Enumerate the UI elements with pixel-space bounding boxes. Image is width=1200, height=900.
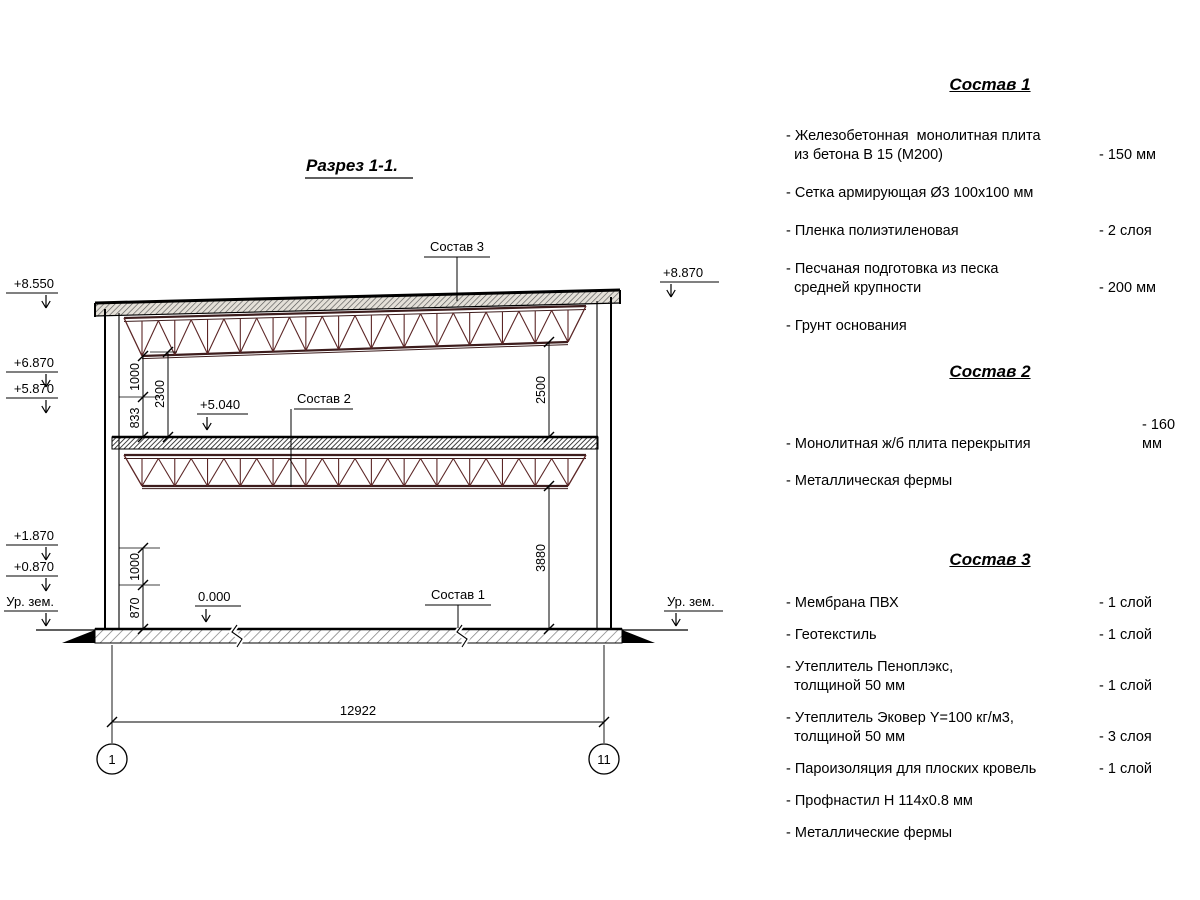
ground-level-right: Ур. зем.	[667, 594, 715, 609]
spec-item-name: - Мембрана ПВХ	[786, 595, 899, 611]
elevation-8870: +8.870	[663, 265, 703, 280]
spec-item-name: - Грунт основания	[786, 318, 907, 334]
roof	[94, 288, 621, 317]
dim-2500: 2500	[534, 336, 555, 443]
dim-1000-top-text: 1000	[128, 363, 142, 391]
level-5040-text: +5.040	[200, 397, 240, 412]
walls	[104, 297, 612, 630]
spec-item: - Грунт основания	[786, 317, 1194, 336]
elevation-8550: +8.550	[14, 276, 54, 291]
dim-1000-bottom-text: 1000	[128, 553, 142, 581]
axis-circle-1	[96, 743, 128, 775]
spec-item-value: - 160 мм	[1142, 417, 1176, 452]
axis-circle-11	[588, 743, 620, 775]
drawing-title: Разрез 1-1.	[305, 156, 413, 179]
elevation-marks-right: +8.870 Ур. зем.	[660, 265, 723, 627]
label-sostav-1-text: Состав 1	[431, 587, 485, 602]
roof-truss	[123, 304, 587, 360]
level-mark-0000: 0.000	[195, 589, 241, 623]
spec-item: - Пароизоляция для плоских кровель - 1 с…	[786, 760, 1194, 779]
spec-item: - Монолитная ж/б плита перекрытия - 160 …	[786, 416, 1194, 454]
spec-item-value: - 1 слой	[1099, 761, 1152, 777]
spec-item: - Песчаная подготовка из песка средней к…	[786, 260, 1194, 298]
elevation-0870: +0.870	[14, 559, 54, 574]
spec-item-name: - Монолитная ж/б плита перекрытия	[786, 436, 1031, 452]
dim-870-text: 870	[128, 598, 142, 619]
level-mark-5040: +5.040	[197, 397, 248, 431]
spec-item-name: - Железобетонная монолитная плита из бет…	[786, 128, 1041, 163]
spec-item: - Утеплитель Пеноплэкс, толщиной 50 мм -…	[786, 658, 1194, 696]
label-sostav-2: Состав 2	[290, 391, 353, 487]
dim-total-width-text: 12922	[340, 703, 376, 718]
ground-slab	[36, 623, 688, 649]
spec-item-value: - 1 слой	[1099, 627, 1152, 643]
spec-item-name: - Металлические фермы	[786, 825, 953, 841]
dim-chain-upper-left: 1000 833	[119, 350, 160, 443]
spec-item-value: - 1 слой	[1099, 678, 1152, 694]
spec-item: - Металлическая фермы	[786, 472, 1194, 491]
spec-item: - Геотекстиль - 1 слой	[786, 626, 1194, 645]
drawing-title-text: Разрез 1-1.	[306, 156, 398, 175]
label-sostav-3-text: Состав 3	[430, 239, 484, 254]
dim-2500-text: 2500	[534, 376, 548, 404]
spec-item-value: - 2 слоя	[1099, 223, 1152, 239]
axis-11-text: 11	[597, 752, 611, 767]
floor-slab-level2	[111, 435, 599, 450]
label-sostav-3: Состав 3	[424, 239, 490, 301]
elevation-1870: +1.870	[14, 528, 54, 543]
spec-item: - Профнастил Н 114x0.8 мм	[786, 792, 1194, 811]
spec-item-value: - 200 мм	[1099, 280, 1157, 296]
dim-2300: 2300	[150, 346, 177, 443]
label-sostav-2-text: Состав 2	[297, 391, 351, 406]
dim-total-width: 12922	[106, 645, 610, 743]
spec-section-2: Состав 2 - Монолитная ж/б плита перекрыт…	[772, 362, 1196, 509]
level-0000-text: 0.000	[198, 589, 231, 604]
dim-3880-text: 3880	[534, 544, 548, 572]
dim-3880: 3880	[534, 480, 555, 635]
section-drawing: Разрез 1-1.	[4, 156, 723, 775]
dim-833-text: 833	[128, 408, 142, 429]
spec-item-name: - Сетка армирующая Ø3 100x100 мм	[786, 185, 1034, 201]
spec-item-name: - Утеплитель Пеноплэкс, толщиной 50 мм	[786, 659, 954, 694]
elevation-marks-left: +8.550 +6.870 +5.870 +1.870 +0.870 Ур. з…	[4, 276, 58, 627]
label-sostav-1: Состав 1	[425, 587, 491, 628]
spec-item: - Утеплитель Эковер Y=100 кг/м3, толщино…	[786, 709, 1194, 747]
spec-section-2-title: Состав 2	[949, 362, 1031, 381]
floor-truss	[123, 453, 587, 490]
spec-item-value: - 1 слой	[1099, 595, 1152, 611]
dim-2300-text: 2300	[153, 380, 167, 408]
axis-1-text: 1	[108, 752, 115, 767]
spec-item-name: - Песчаная подготовка из песка средней к…	[786, 261, 999, 296]
spec-item-name: - Геотекстиль	[786, 627, 877, 643]
ground-level-left: Ур. зем.	[6, 594, 54, 609]
spec-section-1-title: Состав 1	[949, 75, 1031, 94]
spec-section-1: Состав 1 - Железобетонная монолитная пли…	[772, 75, 1196, 355]
spec-item: - Металлические фермы	[786, 824, 1194, 843]
spec-item: - Сетка армирующая Ø3 100x100 мм	[786, 184, 1194, 203]
spec-item: - Мембрана ПВХ - 1 слой	[786, 594, 1194, 613]
dim-chain-lower-left: 1000 870	[119, 542, 160, 635]
spec-item-name: - Утеплитель Эковер Y=100 кг/м3, толщино…	[786, 710, 1014, 745]
spec-item-name: - Пленка полиэтиленовая	[786, 223, 959, 239]
spec-item-value: - 150 мм	[1099, 147, 1157, 163]
elevation-6870: +6.870	[14, 355, 54, 370]
spec-item: - Пленка полиэтиленовая - 2 слоя	[786, 222, 1194, 241]
spec-section-3: Состав 3 - Мембрана ПВХ - 1 слой - Геоте…	[772, 550, 1196, 856]
elevation-5870: +5.870	[14, 381, 54, 396]
spec-item-value: - 3 слоя	[1099, 729, 1152, 745]
axis-markers: 1 11	[96, 743, 620, 775]
spec-item-name: - Профнастил Н 114x0.8 мм	[786, 793, 973, 809]
spec-item-name: - Пароизоляция для плоских кровель	[786, 761, 1037, 777]
spec-item-name: - Металлическая фермы	[786, 473, 953, 489]
spec-section-3-title: Состав 3	[949, 550, 1031, 569]
spec-item: - Железобетонная монолитная плита из бет…	[786, 127, 1194, 165]
